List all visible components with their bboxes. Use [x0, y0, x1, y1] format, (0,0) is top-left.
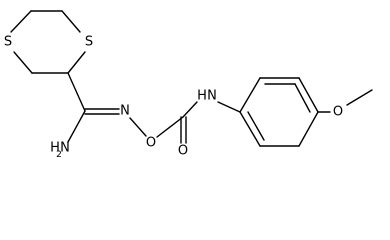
nh-label: H N [197, 89, 217, 104]
amine-label: H N 2 [50, 141, 70, 161]
bond-ar-inner-2 [294, 83, 311, 113]
bond-s1-c5 [10, 10, 32, 33]
bond-nh-ring [217, 101, 241, 113]
bond-c7-s1 [13, 51, 33, 74]
dithiane-ring [10, 10, 86, 74]
bond-ring-to-amidine-c [67, 72, 86, 112]
amidoxime-group [67, 72, 184, 143]
methoxy-oxygen-label: O [333, 105, 343, 120]
bond-ar-c3-c4 [298, 111, 319, 147]
bond-c4-s3 [61, 10, 81, 33]
nitrogen-symbol: N [207, 89, 217, 104]
bond-ar-c1-c2 [239, 111, 261, 147]
structure-diagram: S S H N 2 N O H N O O [4, 10, 373, 161]
oxime-nitrogen-label: N [120, 104, 130, 119]
sulfur-atom-label: S [4, 35, 12, 50]
bond-o-carbonyl-c [156, 116, 184, 138]
bond-amidine-c-nh2 [67, 110, 86, 143]
carbamate-group [180, 101, 241, 144]
hydrogen-count-subscript: 2 [56, 150, 62, 160]
oxime-oxygen-label: O [146, 136, 156, 151]
bond-n-o [129, 117, 147, 137]
carbonyl-oxygen-label: O [178, 144, 188, 159]
hydrogen-symbol: H [50, 141, 60, 156]
bond-ar-inner-1 [247, 111, 265, 141]
anisole-ring [239, 77, 373, 147]
bond-ar-c6-c1 [239, 77, 261, 113]
bond-carbonyl-c-nh [182, 101, 198, 118]
nitrogen-symbol: N [60, 141, 70, 156]
hydrogen-symbol: H [197, 89, 207, 104]
bond-ar-c4-c5 [298, 77, 319, 113]
sulfur-atom-label: S [85, 35, 93, 50]
bond-s3-c2 [67, 51, 86, 74]
bond-methoxy-o-ch3 [346, 89, 373, 106]
